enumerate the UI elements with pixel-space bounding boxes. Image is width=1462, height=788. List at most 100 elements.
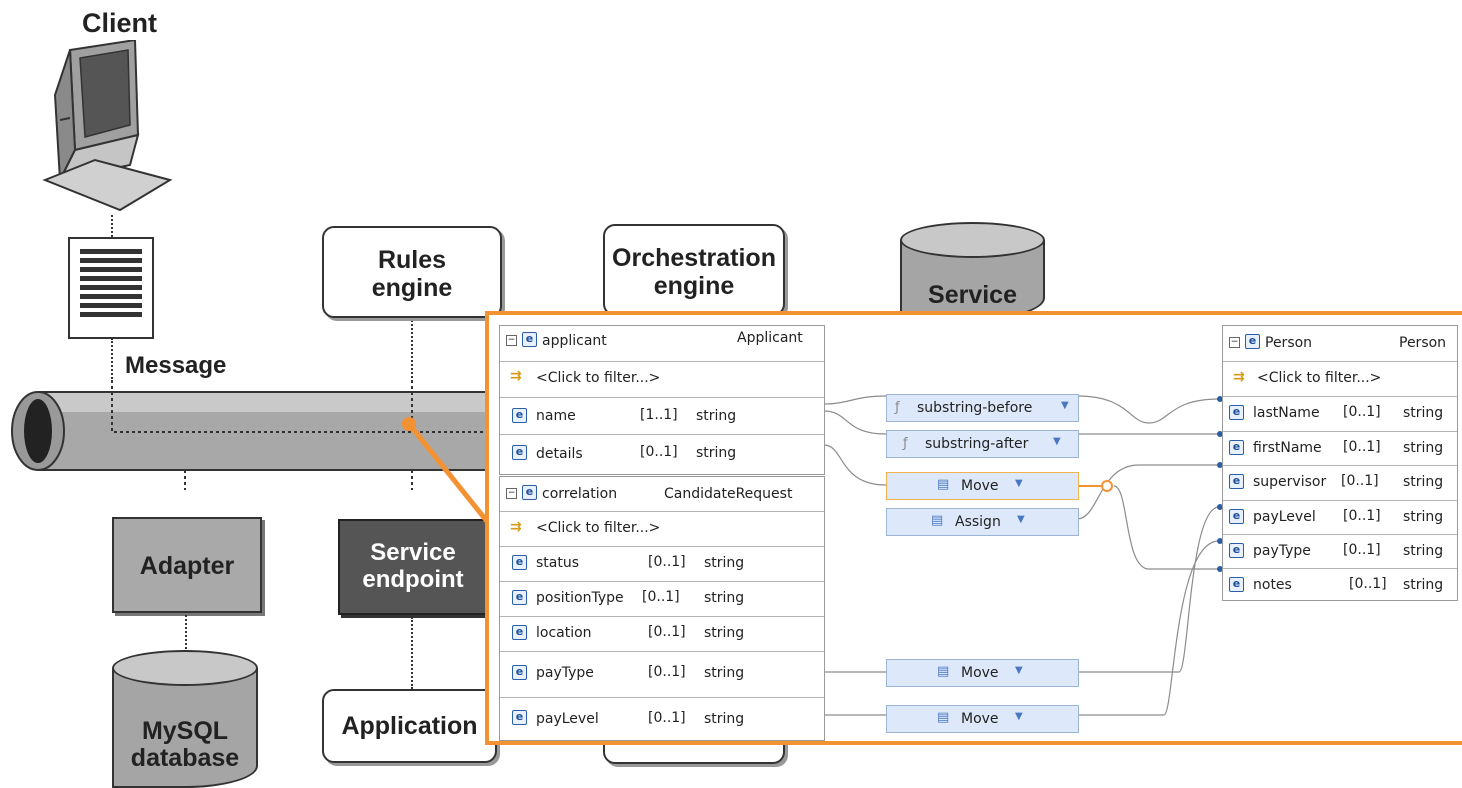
computer-icon (42, 40, 173, 212)
adapter-db-connector (185, 615, 187, 653)
mapping-editor-panel: − e applicant Applicant ⇉ <Click to filt… (485, 311, 1462, 745)
field-type: string (696, 408, 737, 424)
mysql-line2: database (130, 744, 240, 772)
table-row[interactable]: e name [1..1] string (500, 397, 824, 435)
service-database-label: Service (928, 281, 1017, 309)
field-card: [1..1] (640, 407, 678, 423)
collapse-icon[interactable]: − (506, 488, 517, 499)
element-icon: e (1229, 509, 1244, 524)
applicant-name: applicant (542, 333, 607, 349)
transform-label: Move (961, 711, 999, 727)
table-row[interactable]: e supervisor [0..1] string (1223, 465, 1457, 501)
transform-substring-before[interactable]: ƒ substring-before ▼ (886, 394, 1079, 422)
chevron-down-icon[interactable]: ▼ (1017, 514, 1025, 525)
chevron-down-icon[interactable]: ▼ (1053, 436, 1061, 447)
person-filter-row[interactable]: ⇉ <Click to filter...> (1223, 361, 1457, 397)
transform-move-2[interactable]: ▤ Move ▼ (886, 659, 1079, 687)
table-row[interactable]: e lastName [0..1] string (1223, 396, 1457, 432)
field-name: details (536, 446, 583, 462)
transform-substring-after[interactable]: ƒ substring-after ▼ (886, 430, 1079, 458)
mysql-line1: MySQL (141, 717, 229, 745)
filter-icon[interactable]: ⇉ (510, 368, 522, 384)
field-type: string (1403, 577, 1444, 593)
service-database-icon: Service (900, 222, 1045, 320)
transform-label: Assign (955, 514, 1001, 530)
function-icon: ƒ (895, 400, 900, 415)
correlation-name: correlation (542, 486, 618, 502)
table-row[interactable]: e payLevel [0..1] string (500, 697, 824, 741)
chevron-down-icon[interactable]: ▼ (1015, 665, 1023, 676)
table-row[interactable]: e status [0..1] string (500, 546, 824, 582)
element-tree-icon: e (522, 485, 537, 500)
callout-pointer (402, 417, 492, 527)
mysql-database-icon: MySQL database (112, 650, 258, 788)
element-icon: e (1229, 474, 1244, 489)
applicant-filter-row[interactable]: ⇉ <Click to filter...> (500, 361, 824, 398)
field-name: notes (1253, 577, 1292, 593)
transform-label: substring-after (925, 436, 1029, 452)
move-icon: ▤ (937, 710, 950, 725)
person-header[interactable]: − e Person Person (1223, 326, 1457, 362)
transform-label: Move (961, 478, 999, 494)
table-row[interactable]: e firstName [0..1] string (1223, 431, 1457, 466)
field-card: [0..1] (648, 664, 686, 680)
table-row[interactable]: e notes [0..1] string (1223, 568, 1457, 601)
chevron-down-icon[interactable]: ▼ (1015, 711, 1023, 722)
chevron-down-icon[interactable]: ▼ (1015, 478, 1023, 489)
rules-engine-line1: Rules (377, 246, 447, 274)
field-type: string (1403, 405, 1444, 421)
transform-move-1[interactable]: ▤ Move ▼ (886, 472, 1079, 500)
field-card: [0..1] (648, 624, 686, 640)
field-card: [0..1] (1343, 542, 1381, 558)
element-tree-icon: e (1245, 334, 1260, 349)
field-type: string (1403, 543, 1444, 559)
field-type: string (1403, 474, 1444, 490)
field-name: firstName (1253, 440, 1322, 456)
correlation-filter[interactable]: <Click to filter...> (536, 520, 661, 536)
message-document-icon (68, 237, 154, 339)
filter-icon[interactable]: ⇉ (1233, 369, 1245, 385)
orchestration-engine-line2: engine (653, 272, 735, 300)
message-label: Message (125, 352, 227, 379)
person-name: Person (1265, 335, 1313, 351)
table-row[interactable]: e details [0..1] string (500, 434, 824, 474)
applicant-type: Applicant (737, 330, 803, 346)
client-label: Client (82, 8, 158, 38)
table-row[interactable]: e payLevel [0..1] string (1223, 500, 1457, 535)
field-type: string (1403, 440, 1444, 456)
field-card: [0..1] (642, 589, 680, 605)
collapse-icon[interactable]: − (506, 335, 517, 346)
correlation-table: − e correlation CandidateRequest ⇉ <Clic… (499, 476, 825, 741)
element-icon: e (512, 710, 527, 725)
correlation-header[interactable]: − e correlation CandidateRequest (500, 477, 824, 512)
adapter-label: Adapter (139, 552, 235, 580)
message-bus (11, 380, 500, 490)
service-endpoint-box: Service endpoint (338, 519, 488, 615)
chevron-down-icon[interactable]: ▼ (1061, 400, 1069, 411)
correlation-filter-row[interactable]: ⇉ <Click to filter...> (500, 511, 824, 547)
transform-assign[interactable]: ▤ Assign ▼ (886, 508, 1079, 536)
rules-engine-box: Rules engine (322, 226, 502, 318)
client-connector (111, 215, 113, 237)
applicant-table: − e applicant Applicant ⇉ <Click to filt… (499, 325, 825, 475)
table-row[interactable]: e positionType [0..1] string (500, 581, 824, 617)
applicant-filter[interactable]: <Click to filter...> (536, 370, 661, 386)
element-tree-icon: e (522, 332, 537, 347)
field-name: name (536, 408, 576, 424)
filter-icon[interactable]: ⇉ (510, 519, 522, 535)
field-card: [0..1] (1343, 508, 1381, 524)
table-row[interactable]: e location [0..1] string (500, 616, 824, 652)
applicant-header[interactable]: − e applicant Applicant (500, 326, 824, 362)
table-row[interactable]: e payType [0..1] string (1223, 534, 1457, 569)
element-icon: e (512, 590, 527, 605)
person-type: Person (1399, 335, 1447, 351)
table-row[interactable]: e payType [0..1] string (500, 651, 824, 698)
rules-connector (411, 320, 413, 382)
orchestration-engine-line1: Orchestration (612, 244, 776, 272)
element-icon: e (512, 408, 527, 423)
person-filter[interactable]: <Click to filter...> (1257, 370, 1382, 386)
element-icon: e (1229, 577, 1244, 592)
field-type: string (704, 625, 745, 641)
collapse-icon[interactable]: − (1229, 337, 1240, 348)
transform-move-3[interactable]: ▤ Move ▼ (886, 705, 1079, 733)
